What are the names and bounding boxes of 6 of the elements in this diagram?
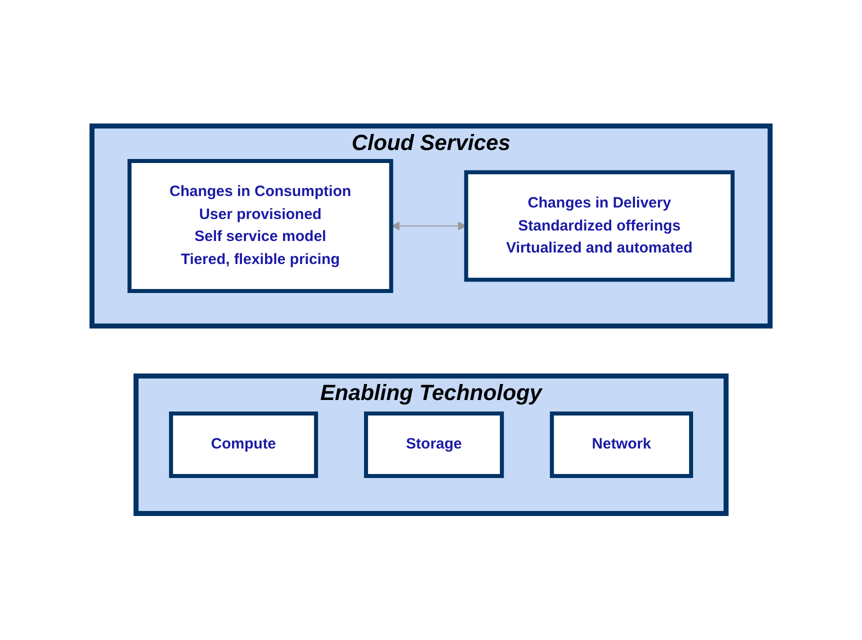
- node-box: Compute: [168, 412, 318, 478]
- arrow: [391, 222, 466, 231]
- node-box: Network: [550, 412, 694, 478]
- node-box: Changes in Consumption User provisioned Self service model Tiered, flexible pricing: [127, 159, 394, 294]
- node-box: Storage: [364, 412, 504, 478]
- node-box: Changes in Delivery Standardized offerings Virtualized and automated: [464, 170, 735, 282]
